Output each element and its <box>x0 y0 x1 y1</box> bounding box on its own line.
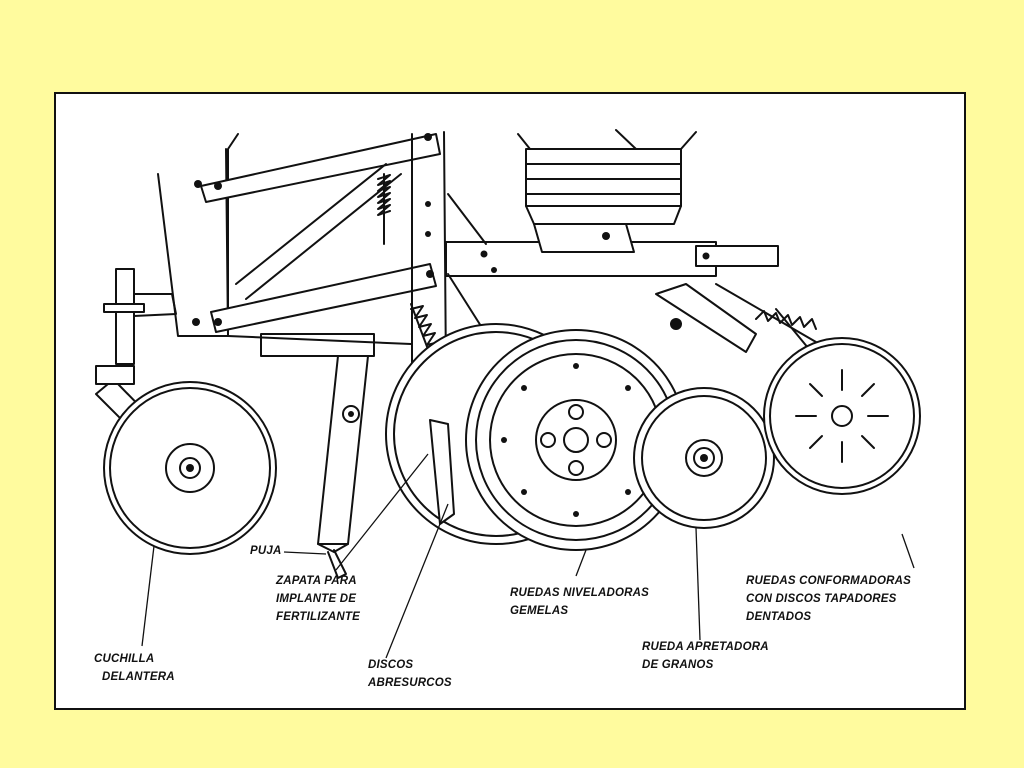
label-discos-line2: ABRESURCOS <box>368 677 452 689</box>
seeder-drawing <box>95 129 921 659</box>
label-cuchilla: CUCHILLA DELANTERA <box>94 650 175 686</box>
label-puja: PUJA <box>250 542 281 560</box>
label-zapata-line3: FERTILIZANTE <box>276 611 360 623</box>
label-zapata-line1: ZAPATA PARA <box>276 575 357 587</box>
label-ruedas-niveladoras-line1: RUEDAS NIVELADORAS <box>510 587 650 599</box>
label-discos-line1: DISCOS <box>368 659 414 671</box>
closing-wheel <box>763 337 921 495</box>
label-rueda-apretadora-line1: RUEDA APRETADORA <box>642 641 769 653</box>
label-zapata: ZAPATA PARA IMPLANTE DE FERTILIZANTE <box>276 572 360 626</box>
label-ruedas-conformadoras-line2: CON DISCOS TAPADORES <box>746 593 897 605</box>
diagram-frame: PUJA ZAPATA PARA IMPLANTE DE FERTILIZANT… <box>54 92 966 710</box>
chassis <box>157 129 779 375</box>
gauge-wheels <box>465 329 687 551</box>
label-cuchilla-line2: DELANTERA <box>102 671 175 683</box>
label-ruedas-niveladoras-line2: GEMELAS <box>510 605 569 617</box>
label-rueda-apretadora: RUEDA APRETADORA DE GRANOS <box>642 638 769 674</box>
fertilizer-shank <box>317 355 369 579</box>
press-wheel <box>633 387 775 529</box>
label-ruedas-niveladoras: RUEDAS NIVELADORAS GEMELAS <box>510 584 649 620</box>
leader-lines <box>141 453 915 659</box>
closing-wheel-slots <box>795 369 889 463</box>
label-ruedas-conformadoras-line1: RUEDAS CONFORMADORAS <box>746 575 911 587</box>
label-discos: DISCOS ABRESURCOS <box>368 656 452 692</box>
label-zapata-line2: IMPLANTE DE <box>276 593 357 605</box>
label-cuchilla-line1: CUCHILLA <box>94 653 155 665</box>
label-puja-text: PUJA <box>250 545 282 557</box>
label-ruedas-conformadoras-line3: DENTADOS <box>746 611 812 623</box>
label-rueda-apretadora-line2: DE GRANOS <box>642 659 714 671</box>
label-ruedas-conformadoras: RUEDAS CONFORMADORAS CON DISCOS TAPADORE… <box>746 572 911 626</box>
front-coulter-disc <box>103 381 277 555</box>
upper-spring <box>377 173 391 245</box>
